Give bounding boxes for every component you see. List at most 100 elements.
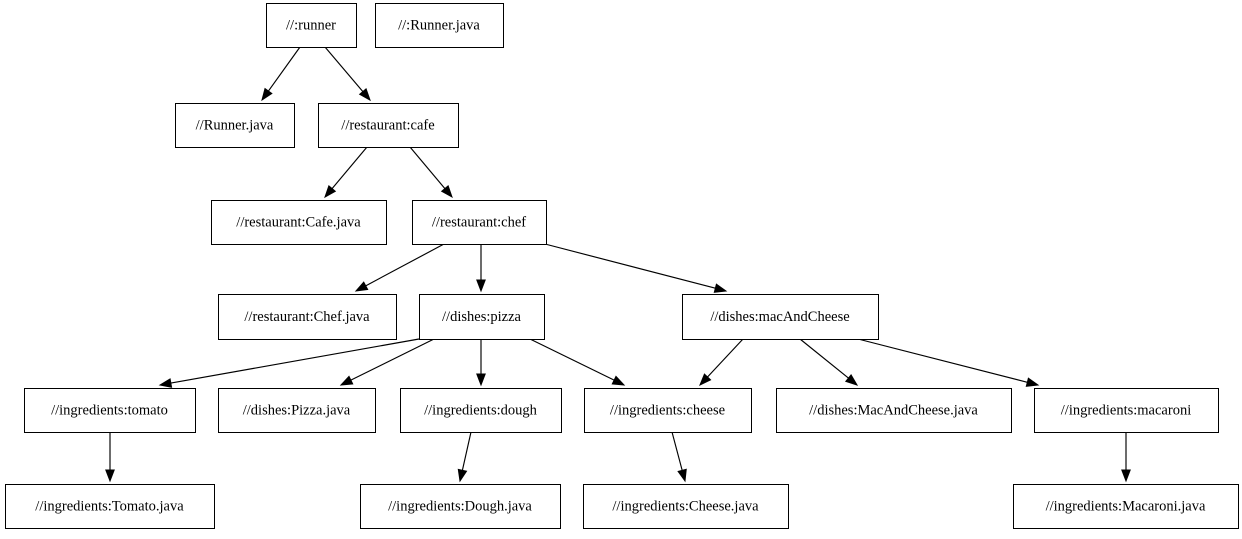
node-box[interactable] <box>211 200 387 245</box>
edge-line <box>331 146 368 189</box>
graph-node-macaroni_java[interactable]: //ingredients:Macaroni.java <box>1013 484 1239 529</box>
node-box[interactable] <box>218 294 397 340</box>
edge-line <box>170 338 420 384</box>
node-label: //dishes:pizza <box>442 309 521 325</box>
edge-arrowhead <box>457 468 468 483</box>
node-label: //ingredients:dough <box>424 402 538 418</box>
edge-arrowhead <box>440 185 453 199</box>
graph-edge <box>857 338 1040 387</box>
graph-node-root_runner_java[interactable]: //:Runner.java <box>375 3 504 48</box>
edge-line <box>365 243 445 287</box>
edge-line <box>324 46 364 92</box>
graph-edge <box>1121 432 1131 483</box>
graph-node-mac_and_cheese[interactable]: //dishes:macAndCheese <box>682 294 879 340</box>
edge-line <box>529 338 615 381</box>
graph-edge <box>476 244 486 293</box>
node-label: //restaurant:Cafe.java <box>236 214 361 230</box>
node-label: //ingredients:macaroni <box>1061 402 1191 418</box>
node-label: //ingredients:cheese <box>610 402 725 418</box>
graph-edge <box>457 431 472 483</box>
edge-arrowhead <box>1121 469 1131 483</box>
node-label: //restaurant:cafe <box>341 117 434 133</box>
edge-arrowhead <box>358 88 371 102</box>
graph-node-cafe[interactable]: //restaurant:cafe <box>318 103 459 148</box>
edge-line <box>799 338 849 379</box>
graph-edge <box>339 338 435 386</box>
node-box[interactable] <box>375 3 504 48</box>
node-label: //dishes:macAndCheese <box>710 309 849 325</box>
node-box[interactable] <box>266 3 357 48</box>
graph-edge <box>158 338 420 388</box>
edge-arrowhead <box>677 468 687 483</box>
edge-arrowhead <box>476 373 486 387</box>
edge-line <box>350 338 435 381</box>
graph-edge <box>105 432 115 483</box>
node-box[interactable] <box>24 388 196 433</box>
graph-node-tomato[interactable]: //ingredients:tomato <box>24 388 196 433</box>
node-box[interactable] <box>419 294 545 340</box>
graph-node-dough_java[interactable]: //ingredients:Dough.java <box>360 484 561 529</box>
node-box[interactable] <box>682 294 879 340</box>
graph-node-mac_and_cheese_java[interactable]: //dishes:MacAndCheese.java <box>776 388 1012 433</box>
edge-arrowhead <box>1025 377 1040 387</box>
graph-node-runner[interactable]: //:runner <box>266 3 357 48</box>
graph-edge <box>354 243 445 292</box>
edge-arrowhead <box>105 469 115 483</box>
edge-layer <box>105 46 1131 483</box>
edge-line <box>409 146 446 189</box>
node-label: //dishes:MacAndCheese.java <box>809 402 978 418</box>
edge-arrowhead <box>699 373 712 387</box>
node-label: //:Runner.java <box>398 17 480 33</box>
node-box[interactable] <box>1034 388 1219 433</box>
edge-line <box>544 243 716 289</box>
node-label: //Runner.java <box>196 117 274 133</box>
graph-edge <box>671 431 687 483</box>
graph-edge <box>324 46 371 102</box>
node-box[interactable] <box>583 484 789 529</box>
node-label: //ingredients:Dough.java <box>388 498 532 514</box>
graph-edge <box>699 338 744 387</box>
node-label: //restaurant:chef <box>432 214 526 230</box>
graph-node-runner_java[interactable]: //Runner.java <box>175 103 295 148</box>
edge-line <box>707 338 744 378</box>
node-label: //dishes:Pizza.java <box>243 402 351 418</box>
edge-arrowhead <box>354 281 369 292</box>
edge-arrowhead <box>611 375 626 386</box>
node-box[interactable] <box>5 484 215 529</box>
node-box[interactable] <box>175 103 295 148</box>
graph-node-tomato_java[interactable]: //ingredients:Tomato.java <box>5 484 215 529</box>
graph-node-chef[interactable]: //restaurant:chef <box>412 200 547 245</box>
graph-edge <box>544 243 728 293</box>
node-box[interactable] <box>1013 484 1239 529</box>
graph-edge <box>324 146 368 199</box>
node-box[interactable] <box>360 484 561 529</box>
graph-node-dough[interactable]: //ingredients:dough <box>400 388 562 433</box>
graph-node-cheese_java[interactable]: //ingredients:Cheese.java <box>583 484 789 529</box>
graph-node-cafe_java[interactable]: //restaurant:Cafe.java <box>211 200 387 245</box>
edge-arrowhead <box>339 375 354 386</box>
edge-line <box>671 431 683 471</box>
edge-line <box>267 46 301 92</box>
edge-arrowhead <box>844 373 859 386</box>
graph-node-cheese[interactable]: //ingredients:cheese <box>584 388 752 433</box>
node-box[interactable] <box>400 388 562 433</box>
node-box[interactable] <box>584 388 752 433</box>
node-label: //ingredients:tomato <box>51 402 168 418</box>
node-label: //restaurant:Chef.java <box>244 309 370 325</box>
node-label: //ingredients:Tomato.java <box>35 498 184 514</box>
graph-node-chef_java[interactable]: //restaurant:Chef.java <box>218 294 397 340</box>
graph-node-pizza[interactable]: //dishes:pizza <box>419 294 545 340</box>
graph-node-macaroni[interactable]: //ingredients:macaroni <box>1034 388 1219 433</box>
edge-arrowhead <box>713 283 728 293</box>
graph-edge <box>529 338 626 386</box>
node-label: //ingredients:Cheese.java <box>612 498 759 514</box>
graph-node-pizza_java[interactable]: //dishes:Pizza.java <box>218 388 376 433</box>
edge-line <box>461 431 472 471</box>
node-box[interactable] <box>218 388 376 433</box>
graph-edge <box>261 46 301 102</box>
node-box[interactable] <box>318 103 459 148</box>
node-box[interactable] <box>412 200 547 245</box>
node-box[interactable] <box>776 388 1012 433</box>
edge-line <box>857 338 1028 383</box>
